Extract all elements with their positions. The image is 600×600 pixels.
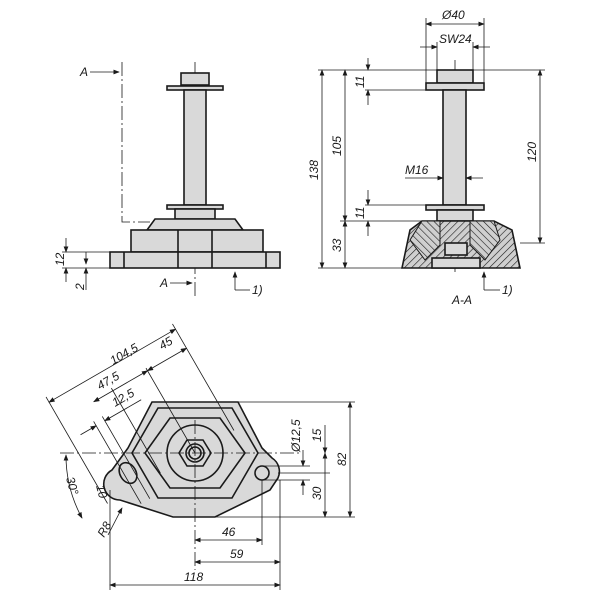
- section-title: A-A: [451, 293, 472, 307]
- dim-angle: 30°: [63, 475, 81, 496]
- dim-47-5: 47,5: [95, 369, 123, 393]
- top-washer: [425, 82, 485, 91]
- dim-30: 30: [310, 486, 324, 500]
- mounting-hole-left: [118, 461, 138, 485]
- dim-82: 82: [335, 452, 349, 466]
- dim-thread-height: 105: [330, 136, 344, 156]
- dim-59: 59: [230, 547, 244, 561]
- section-marker-bottom: A: [159, 276, 168, 290]
- dim-wrench-size: SW24: [439, 32, 472, 46]
- dim-nut-top: 11: [353, 76, 367, 88]
- section-view: Ø40 SW24 138 105 33 11 11 M16 120 1) A-A: [307, 8, 545, 307]
- dim-10: 10: [93, 483, 110, 500]
- dim-base-height: 33: [330, 238, 344, 252]
- plan-view: 82 15 30 Ø12,5 46 59 118: [45, 323, 355, 590]
- threaded-rod: [442, 89, 467, 206]
- dim-radius: R8: [94, 519, 114, 540]
- dim-104-5: 104,5: [108, 340, 141, 367]
- bottom-nut: [174, 208, 216, 220]
- dim-flange-height: 12: [53, 252, 67, 266]
- top-nut: [436, 69, 474, 84]
- dim-flange-offset: 2: [73, 283, 87, 291]
- front-view: A A 1) 12 2: [53, 62, 281, 298]
- threaded-rod: [183, 89, 207, 206]
- top-nut: [180, 72, 210, 86]
- dim-nut-bottom: 11: [353, 207, 367, 219]
- dim-max-height: 120: [525, 142, 539, 162]
- section-line: [121, 62, 150, 223]
- dim-total-height: 138: [307, 160, 321, 180]
- dim-12-5: 12,5: [110, 386, 138, 410]
- base-top: [145, 218, 245, 231]
- base-flange: [109, 251, 281, 269]
- dim-45: 45: [157, 334, 176, 353]
- dim-46: 46: [222, 525, 236, 539]
- base-body: [130, 229, 264, 253]
- dim-15: 15: [310, 428, 324, 442]
- bottom-nut: [436, 209, 474, 222]
- dim-thread: M16: [405, 163, 429, 177]
- section-marker-top: A: [79, 65, 88, 79]
- dim-hole-dia: Ø12,5: [289, 419, 303, 453]
- note-ref: 1): [252, 283, 263, 297]
- note-ref: 1): [502, 283, 513, 297]
- dim-118: 118: [184, 570, 203, 584]
- dim-washer-dia: Ø40: [441, 8, 465, 22]
